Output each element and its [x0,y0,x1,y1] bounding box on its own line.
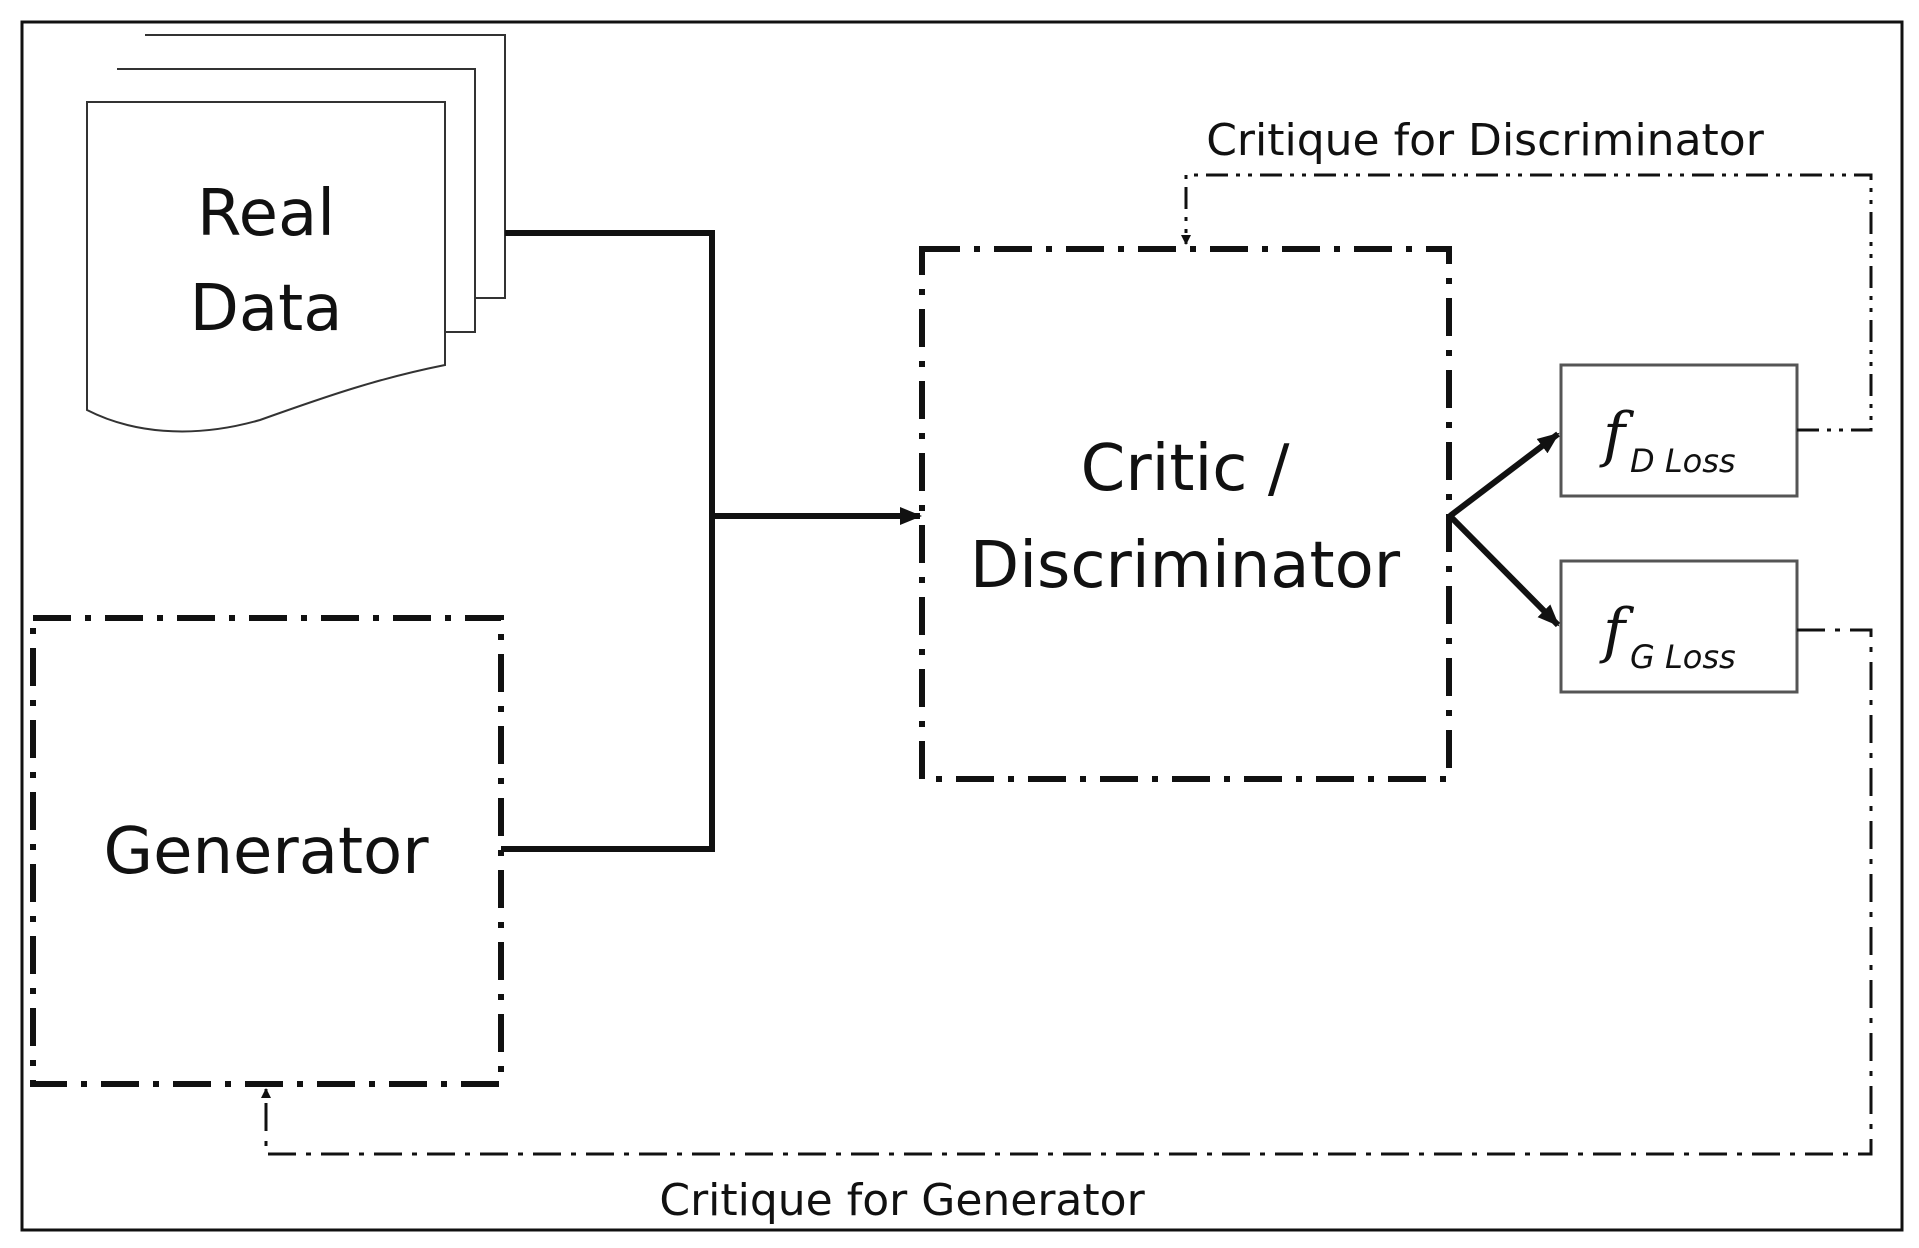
edge-d-loss-critique-to-critic [1181,173,1873,432]
d-loss-node: f D Loss [1559,363,1799,498]
critic-node: Critic / Discriminator [919,246,1452,782]
d-loss-box [1559,363,1799,498]
document-sheet-front [86,101,446,433]
critique-generator-label: Critique for Generator [659,1175,1145,1226]
figure-frame [20,20,1904,1232]
edge-real-data-to-merge [505,230,715,516]
generator-label: Generator [104,815,430,889]
edge-critic-to-d-loss [1448,431,1560,519]
g-loss-node: f G Loss [1559,559,1799,694]
edge-g-loss-critique-to-generator [261,628,1873,1156]
critic-label-line2: Discriminator [970,529,1401,603]
real-data-label-line1: Real [197,177,335,251]
generator-node: Generator [30,615,504,1087]
critique-discriminator-label: Critique for Discriminator [1206,115,1765,166]
edge-generator-to-merge [501,516,715,852]
d-loss-subscript: D Loss [1630,442,1736,480]
real-data-label-line2: Data [190,272,343,346]
edge-critic-to-g-loss [1447,513,1561,628]
real-data-node: Real Data [86,34,506,433]
critic-box [919,246,1452,782]
g-loss-subscript: G Loss [1630,638,1736,676]
critic-label-line1: Critic / [1081,432,1290,506]
g-loss-box [1559,559,1799,694]
